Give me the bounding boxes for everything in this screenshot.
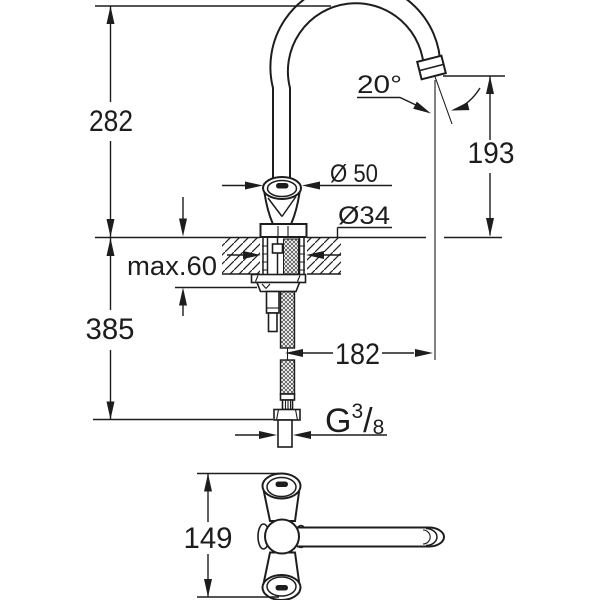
- thread-g: G: [325, 402, 351, 440]
- connection-pipe: [277, 419, 293, 448]
- top-view-body-circle: [264, 518, 300, 555]
- dim-dia34: Ø34: [227, 202, 392, 259]
- side-view: [259, 0, 453, 238]
- flex-hose-upper: [279, 290, 296, 349]
- spout-arc: [269, 0, 442, 182]
- top-view-spout-cap: [422, 526, 445, 548]
- hose-nut: [273, 408, 301, 421]
- flex-hose-lower: [279, 359, 296, 395]
- dim-angle20: 20°: [357, 71, 481, 360]
- dim-385-label: 385: [86, 313, 135, 346]
- faucet-base: [259, 223, 308, 238]
- dim-dia50-label: Ø 50: [330, 160, 378, 188]
- thread-numerator: 3: [351, 400, 363, 423]
- counter-section: [95, 236, 502, 293]
- dim-dia34-label: Ø34: [338, 202, 390, 230]
- dim-193-label: 193: [468, 137, 515, 170]
- top-view-spout: [296, 526, 445, 548]
- mounting-nut: [255, 281, 301, 293]
- dim-385: 385: [86, 238, 273, 421]
- dim-182-label: 182: [335, 338, 380, 371]
- handle-dash: [276, 183, 289, 189]
- dim-282: 282: [89, 5, 331, 237]
- top-view: [257, 472, 445, 600]
- thread-denominator: 8: [373, 416, 385, 439]
- aerator: [415, 54, 448, 81]
- dim-193: 193: [443, 75, 515, 236]
- below-deck: [265, 290, 301, 448]
- dim-182: 182: [285, 338, 433, 371]
- dim-thread-label: G3/8: [325, 400, 384, 440]
- dim-dia50: Ø 50: [222, 160, 392, 190]
- dim-thread: G3/8: [235, 400, 387, 440]
- handle: [259, 176, 308, 238]
- dim-149: 149: [184, 472, 279, 598]
- dim-max60-label: max.60: [127, 251, 217, 281]
- thread-slash: /: [363, 402, 373, 440]
- dim-282-label: 282: [89, 105, 133, 138]
- mounting-shank: [262, 238, 305, 275]
- top-view-handle-top-cap: [261, 472, 302, 500]
- dim-149-label: 149: [184, 522, 233, 555]
- supply-pipe: [265, 290, 280, 314]
- escutcheon: [250, 273, 307, 293]
- dim-angle20-label: 20°: [357, 71, 402, 99]
- dim-max60: max.60: [127, 197, 257, 316]
- hose-connector: [279, 393, 296, 411]
- top-view-handle-bottom-cap: [261, 574, 302, 600]
